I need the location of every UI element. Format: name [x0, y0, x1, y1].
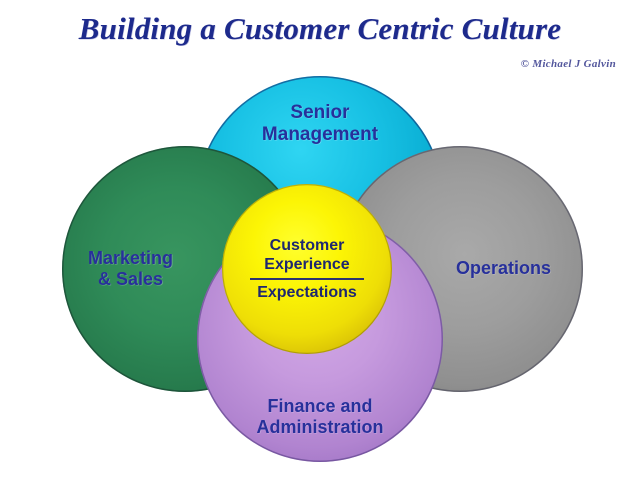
page-title: Building a Customer Centric Culture	[78, 11, 562, 46]
copyright-credit: © Michael J Galvin	[520, 58, 616, 70]
venn-label-operations: Operations	[456, 258, 551, 279]
venn-circle-customer-experience-expectations[interactable]: Customer Experience Expectations	[222, 184, 392, 354]
venn-label-line-2: Management	[261, 124, 379, 146]
fraction-numerator-line-1: Customer	[269, 237, 345, 255]
venn-label-finance-and-administration: Finance and Administration	[256, 396, 383, 438]
fraction-divider	[250, 277, 364, 280]
venn-label-line-2: Administration	[256, 416, 384, 437]
venn-label-marketing-and-sales: Marketing & Sales	[88, 248, 173, 290]
venn-label-line-1: Marketing	[88, 247, 174, 268]
venn-label-line-1: Finance and	[267, 395, 373, 416]
venn-label-line-2: & Sales	[97, 269, 164, 289]
fraction-numerator-line-2: Experience	[264, 256, 350, 274]
title-block: Building a Customer Centric Culture	[0, 12, 640, 46]
venn-label-senior-management: Senior Management	[262, 102, 378, 147]
fraction-denominator: Expectations	[257, 283, 357, 301]
fraction-numerator: Customer Experience	[264, 236, 349, 274]
venn-label-line-1: Senior	[290, 102, 350, 123]
venn-label-line-1: Operations	[455, 258, 551, 279]
